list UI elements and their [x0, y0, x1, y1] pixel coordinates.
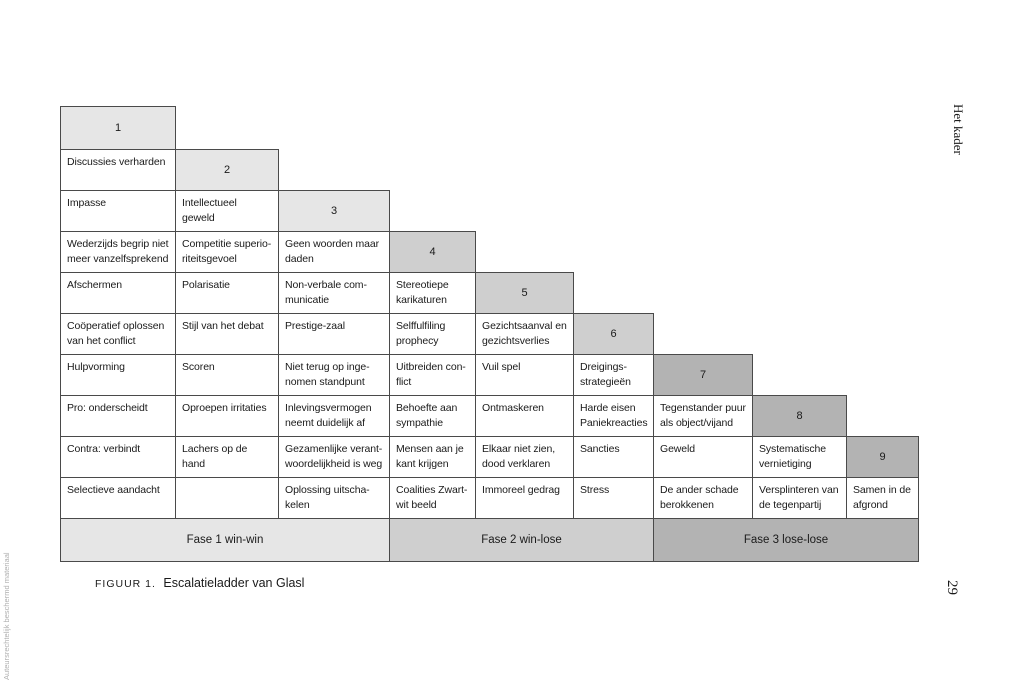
step-header-9: 9 [846, 436, 919, 478]
ladder-cell [175, 477, 279, 519]
page-number: 29 [944, 580, 960, 595]
ladder-cell: Oproepen irritaties [175, 395, 279, 437]
ladder-cell: Wederzijds begrip niet meer vanzelfsprek… [60, 231, 176, 273]
ladder-cell: Elkaar niet zien, dood verklaren [475, 436, 574, 478]
ladder-cell: Geen woorden maar daden [278, 231, 390, 273]
ladder-cell: Prestige-zaal [278, 313, 390, 355]
ladder-cell: Systematische vernietiging [752, 436, 847, 478]
ladder-cell: Hulpvorming [60, 354, 176, 396]
ladder-cell: Impasse [60, 190, 176, 232]
phase-3: Fase 3 lose-lose [653, 518, 919, 562]
step-header-1: 1 [60, 106, 176, 150]
figure-caption-prefix: FIGUUR 1. [95, 578, 156, 590]
ladder-cell: Gezichtsaanval en gezichtsverlies [475, 313, 574, 355]
running-head: Het kader [951, 104, 966, 155]
ladder-cell: Gezamenlijke verant-woordelijkheid is we… [278, 436, 390, 478]
step-header-7: 7 [653, 354, 753, 396]
ladder-cell: Lachers op de hand [175, 436, 279, 478]
phase-2: Fase 2 win-lose [389, 518, 654, 562]
ladder-cell: Stereotiepe karikaturen [389, 272, 476, 314]
ladder-cell: Stijl van het debat [175, 313, 279, 355]
ladder-cell: Afschermen [60, 272, 176, 314]
ladder-cell: Samen in de afgrond [846, 477, 919, 519]
ladder-cell: Tegenstander puur als object/vijand [653, 395, 753, 437]
ladder-cell: Intellectueel geweld [175, 190, 279, 232]
figure-caption-title: Escalatieladder van Glasl [163, 576, 305, 590]
ladder-cell: Selffulfiling prophecy [389, 313, 476, 355]
ladder-cell: Competitie superio-riteitsgevoel [175, 231, 279, 273]
ladder-cell: Non-verbale com-municatie [278, 272, 390, 314]
ladder-cell: Coöperatief oplossen van het conflict [60, 313, 176, 355]
ladder-cell: Contra: verbindt [60, 436, 176, 478]
ladder-cell: Sancties [573, 436, 654, 478]
ladder-cell: Inlevingsvermogen neemt duidelijk af [278, 395, 390, 437]
ladder-cell: Ontmaskeren [475, 395, 574, 437]
ladder-cell: Selectieve aandacht [60, 477, 176, 519]
figure-caption: FIGUUR 1. Escalatieladder van Glasl [95, 576, 304, 590]
watermark: Auteursrechtelijk beschermd materiaal [2, 552, 11, 680]
ladder-cell: Versplinteren van de tegenpartij [752, 477, 847, 519]
ladder-cell: Niet terug op inge-nomen standpunt [278, 354, 390, 396]
step-header-6: 6 [573, 313, 654, 355]
step-header-3: 3 [278, 190, 390, 232]
ladder-cell: Harde eisen Paniekreacties [573, 395, 654, 437]
ladder-cell: Discussies verharden [60, 149, 176, 191]
step-header-5: 5 [475, 272, 574, 314]
ladder-cell: Vuil spel [475, 354, 574, 396]
ladder-cell: Geweld [653, 436, 753, 478]
ladder-cell: Scoren [175, 354, 279, 396]
ladder-cell: Stress [573, 477, 654, 519]
phase-1: Fase 1 win-win [60, 518, 390, 562]
ladder-cell: Mensen aan je kant krijgen [389, 436, 476, 478]
ladder-cell: Coalities Zwart-wit beeld [389, 477, 476, 519]
step-header-8: 8 [752, 395, 847, 437]
ladder-cell: Uitbreiden con-flict [389, 354, 476, 396]
ladder-cell: Polarisatie [175, 272, 279, 314]
ladder-cell: Pro: onderscheidt [60, 395, 176, 437]
ladder-cell: Dreigings-strategieën [573, 354, 654, 396]
ladder-cell: Behoefte aan sympathie [389, 395, 476, 437]
step-header-4: 4 [389, 231, 476, 273]
ladder-cell: Oplossing uitscha-kelen [278, 477, 390, 519]
ladder-cell: Immoreel gedrag [475, 477, 574, 519]
ladder-cell: De ander schade berokkenen [653, 477, 753, 519]
step-header-2: 2 [175, 149, 279, 191]
